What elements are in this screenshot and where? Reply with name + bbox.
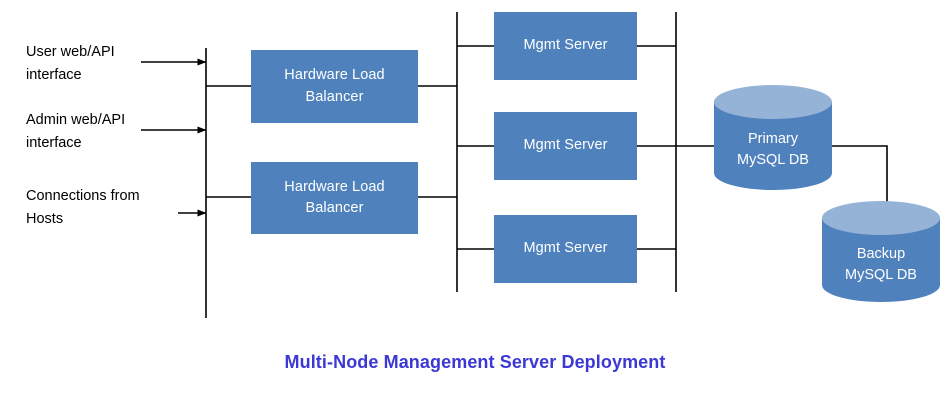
input-label-admin-web-api: Admin web/API interface bbox=[26, 109, 125, 156]
node-hardware-load-balancer-1[interactable]: Hardware Load Balancer bbox=[251, 50, 418, 123]
cylinder-shape-backup bbox=[822, 201, 940, 302]
node-mgmt-server-2[interactable]: Mgmt Server bbox=[494, 112, 637, 180]
cylinder-shape-primary bbox=[714, 85, 832, 190]
input-label-connections-from-hosts-line1: Connections from bbox=[26, 188, 140, 204]
input-label-connections-from-hosts: Connections from Hosts bbox=[26, 185, 140, 232]
node-mgmt-server-2-label: Mgmt Server bbox=[523, 137, 608, 154]
node-mgmt-server-3[interactable]: Mgmt Server bbox=[494, 215, 637, 283]
node-mgmt-server-3-label: Mgmt Server bbox=[523, 240, 608, 257]
link-primary-db-to-backup-db bbox=[828, 145, 888, 219]
node-hardware-load-balancer-2-line2: Balancer bbox=[305, 200, 364, 216]
input-label-admin-web-api-line2: interface bbox=[26, 135, 82, 152]
input-label-user-web-api-line2: interface bbox=[26, 67, 82, 84]
input-label-admin-web-api-line1: Admin web/API bbox=[26, 112, 126, 128]
node-hardware-load-balancer-2-line1: Hardware Load bbox=[284, 178, 385, 195]
input-label-connections-from-hosts-line2: Hosts bbox=[26, 211, 64, 228]
input-label-user-web-api: User web/API interface bbox=[26, 41, 115, 88]
input-label-user-web-api-line1: User web/API bbox=[26, 44, 115, 60]
node-primary-mysql-db[interactable]: Primary MySQL DB bbox=[714, 85, 832, 190]
node-mgmt-server-1[interactable]: Mgmt Server bbox=[494, 12, 637, 80]
node-hardware-load-balancer-1-line2: Balancer bbox=[305, 88, 364, 105]
node-hardware-load-balancer-2[interactable]: Hardware Load Balancer bbox=[251, 162, 418, 234]
node-mgmt-server-1-label: Mgmt Server bbox=[523, 37, 608, 54]
diagram-title: Multi-Node Management Server Deployment bbox=[284, 352, 666, 372]
node-backup-mysql-db[interactable]: Backup MySQL DB bbox=[822, 200, 940, 303]
node-hardware-load-balancer-1-line1: Hardware Load bbox=[284, 67, 385, 84]
